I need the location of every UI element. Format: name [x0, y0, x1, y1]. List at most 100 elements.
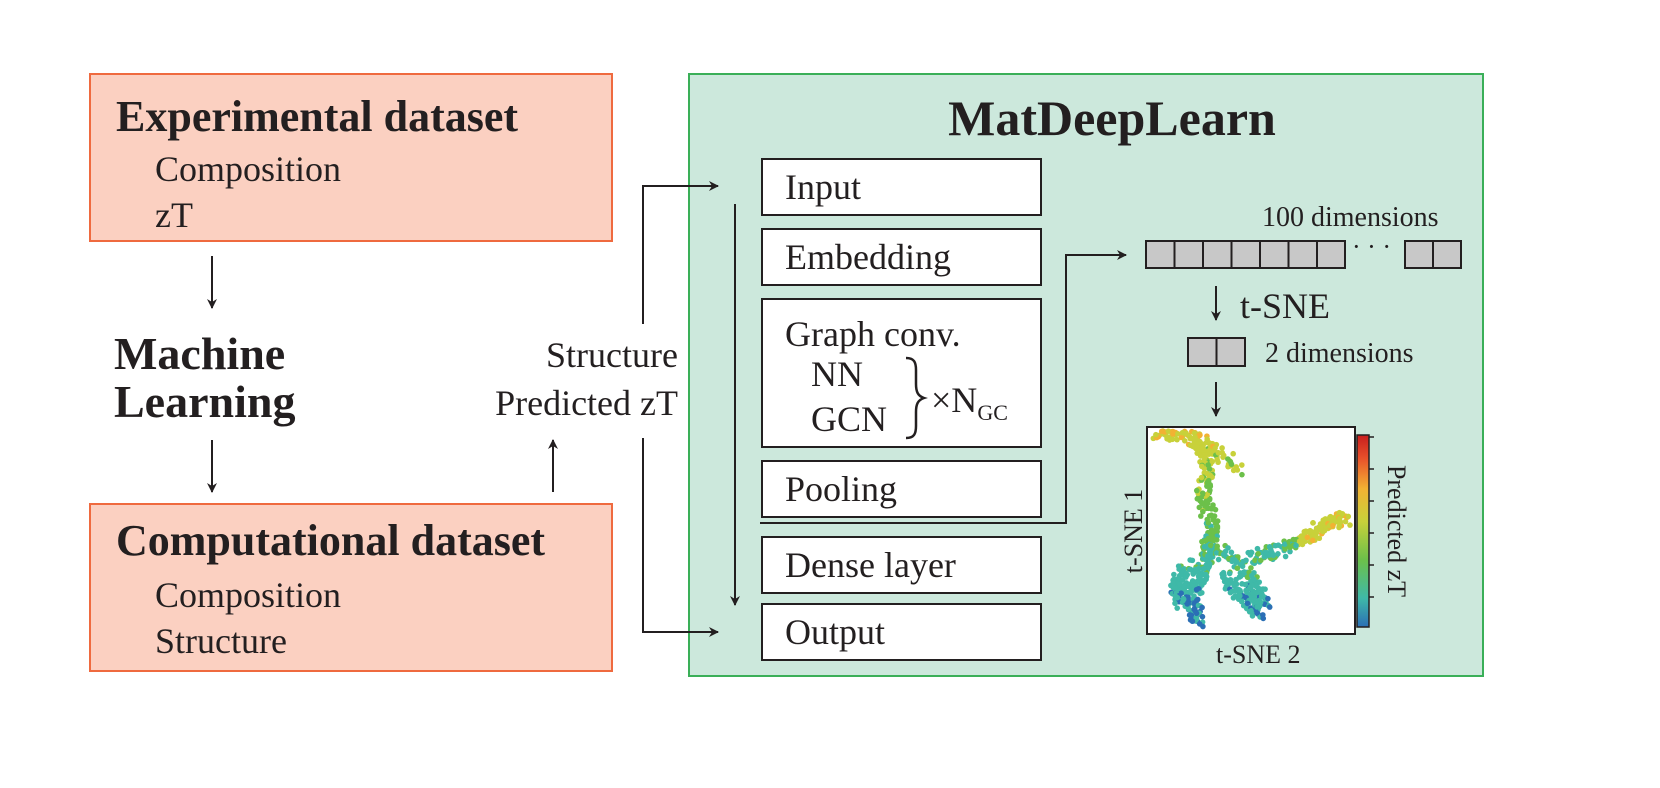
scatter-point: [1282, 541, 1288, 548]
scatter-point: [1193, 616, 1200, 622]
scatter-point: [1239, 462, 1245, 468]
machine-learning-line2: Learning: [114, 376, 296, 427]
scatter-point: [1197, 453, 1204, 459]
arrow-feedback-to-input: [642, 181, 719, 324]
scatter-point: [1237, 573, 1244, 579]
scatter-xlabel: t-SNE 2: [1216, 640, 1301, 669]
layer-output-label: Output: [785, 612, 886, 652]
scatter-point: [1153, 431, 1159, 438]
scatter-point: [1248, 549, 1255, 556]
scatter-point: [1198, 446, 1205, 453]
scatter-point: [1228, 461, 1235, 468]
scatter-point: [1212, 445, 1218, 451]
scatter-point: [1199, 613, 1206, 620]
scatter-point: [1199, 604, 1205, 611]
reduced-cell: [1215, 337, 1246, 367]
scatter-point: [1184, 601, 1191, 607]
scatter-point: [1189, 618, 1196, 625]
layer-pooling-label: Pooling: [785, 469, 898, 509]
scatter-point: [1186, 566, 1193, 573]
scatter-point: [1227, 589, 1234, 596]
scatter-point: [1201, 577, 1208, 583]
scatter-point: [1227, 576, 1234, 583]
scatter-point: [1199, 490, 1206, 496]
scatter-point: [1309, 537, 1316, 544]
scatter-point: [1242, 581, 1249, 588]
scatter-point: [1198, 474, 1205, 481]
layer-embedding: Embedding: [761, 228, 1042, 286]
layer-nn-label: NN: [811, 354, 863, 394]
scatter-point: [1342, 518, 1349, 525]
scatter-point: [1239, 471, 1245, 478]
scatter-point: [1265, 595, 1271, 602]
feature-cell: [1145, 240, 1176, 269]
scatter-point: [1185, 596, 1191, 603]
scatter-point: [1176, 581, 1183, 588]
scatter-point: [1226, 570, 1233, 577]
layer-input-label: Input: [785, 167, 861, 207]
scatter-point: [1317, 524, 1324, 531]
layer-gcn-label: GCN: [811, 399, 888, 439]
repeat-multiplier: ×NGC: [931, 382, 1008, 424]
scatter-point: [1272, 542, 1279, 549]
scatter-point: [1191, 600, 1198, 607]
feature-cell: [1432, 240, 1462, 269]
scatter-point: [1345, 513, 1352, 520]
feature-vector-label: 100 dimensions: [1262, 202, 1439, 233]
scatter-point: [1225, 456, 1231, 462]
scatter-point: [1214, 523, 1221, 530]
scatter-point: [1196, 504, 1203, 511]
scatter-point: [1237, 587, 1243, 594]
layer-input: Input: [761, 158, 1042, 216]
scatter-point: [1205, 519, 1212, 526]
scatter-point: [1165, 428, 1172, 434]
scatter-point: [1197, 590, 1203, 597]
scatter-point: [1244, 600, 1251, 607]
scatter-point: [1199, 463, 1205, 470]
feature-cell: [1230, 240, 1261, 269]
scatter-point: [1232, 558, 1239, 565]
scatter-point: [1310, 520, 1316, 526]
layer-pooling: Pooling: [761, 460, 1042, 518]
computational-dataset-box: Computational dataset Composition Struct…: [89, 503, 613, 672]
scatter-point: [1158, 428, 1165, 435]
feedback-predicted-zt: Predicted zT: [495, 383, 678, 423]
scatter-points: [1150, 428, 1353, 630]
tsne-step-label: t-SNE: [1240, 286, 1330, 326]
scatter-point: [1174, 594, 1181, 601]
scatter-point: [1267, 546, 1274, 553]
scatter-point: [1207, 487, 1213, 494]
scatter-point: [1215, 459, 1221, 466]
repeat-subscript: GC: [977, 400, 1008, 426]
scatter-point: [1187, 589, 1194, 595]
scatter-point: [1196, 438, 1203, 445]
scatter-point: [1203, 498, 1209, 505]
computational-item-composition: Composition: [155, 575, 342, 615]
scatter-point: [1206, 466, 1213, 472]
scatter-point: [1215, 556, 1222, 563]
experimental-dataset-box: Experimental dataset Composition zT: [89, 73, 613, 242]
scatter-point: [1219, 445, 1225, 451]
feature-cell: [1404, 240, 1434, 269]
experimental-dataset-title: Experimental dataset: [116, 92, 519, 141]
scatter-point: [1252, 557, 1258, 564]
scatter-point: [1174, 605, 1181, 611]
scatter-point: [1322, 516, 1329, 522]
scatter-point: [1275, 550, 1281, 557]
scatter-point: [1202, 504, 1208, 510]
computational-dataset-title: Computational dataset: [116, 516, 546, 565]
reduced-vector: [1187, 337, 1246, 367]
layer-graph-conv: Graph conv. NN GCN ×NGC: [761, 298, 1042, 448]
scatter-point: [1190, 435, 1197, 442]
scatter-point: [1336, 515, 1343, 522]
scatter-point: [1220, 452, 1227, 459]
scatter-point: [1309, 529, 1315, 535]
scatter-point: [1206, 512, 1213, 519]
scatter-point: [1188, 612, 1195, 619]
feature-cell: [1202, 240, 1233, 269]
feature-cell: [1316, 240, 1346, 269]
colorbar-ticks: [1369, 436, 1374, 598]
scatter-point: [1196, 621, 1203, 627]
machine-learning-label: Machine Learning: [114, 330, 295, 426]
